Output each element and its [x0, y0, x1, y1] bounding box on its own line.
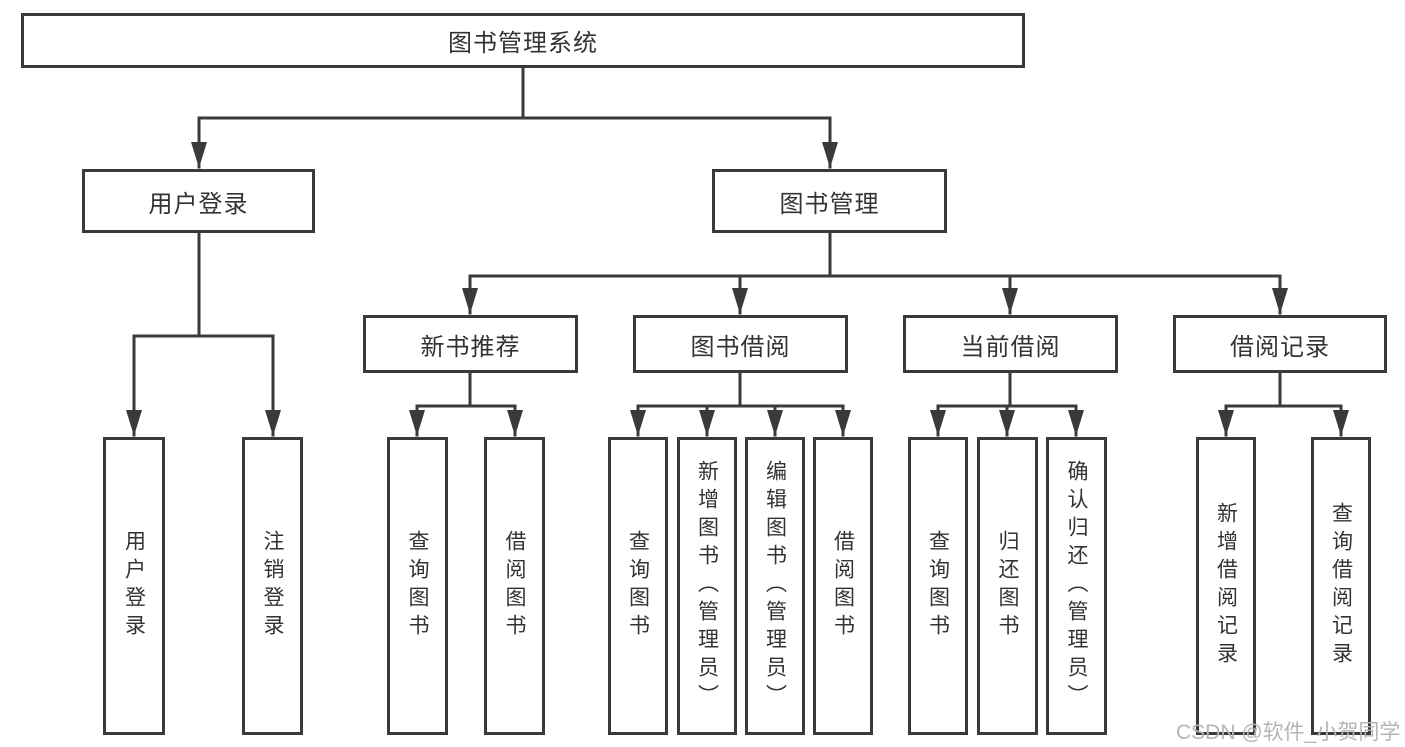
node-library-system-label: 图书管理系统: [448, 30, 598, 57]
node-book-borrow: 图书借阅: [633, 315, 848, 373]
leaf-query-books-3: 查询图书: [908, 437, 968, 735]
leaf-query-books-2: 查询图书: [608, 437, 668, 735]
leaf-borrow-books-1-label: 借阅图书: [503, 530, 526, 642]
watermark: CSDN @软件_小贺同学: [1176, 721, 1401, 744]
node-current-borrow: 当前借阅: [903, 315, 1118, 373]
node-new-book-recommend-label: 新书推荐: [420, 333, 521, 361]
leaf-return-books-label: 归还图书: [996, 530, 1019, 642]
node-current-borrow-label: 当前借阅: [960, 333, 1061, 361]
leaf-query-borrow-record: 查询借阅记录: [1311, 437, 1371, 735]
node-borrow-records-label: 借阅记录: [1230, 333, 1330, 361]
node-book-management-label: 图书管理: [779, 190, 880, 218]
node-user-login: 用户登录: [82, 169, 315, 233]
node-user-login-label: 用户登录: [148, 190, 249, 218]
leaf-confirm-return-admin-label: 确认归还（管理员）: [1065, 460, 1088, 712]
leaf-add-borrow-record-label: 新增借阅记录: [1214, 502, 1238, 670]
leaf-query-books-1: 查询图书: [387, 437, 448, 735]
leaf-user-login-label: 用户登录: [122, 530, 146, 642]
leaf-edit-book-admin-label: 编辑图书（管理员）: [763, 460, 787, 712]
node-library-system: 图书管理系统: [21, 13, 1025, 68]
leaf-query-borrow-record-label: 查询借阅记录: [1329, 502, 1353, 670]
leaf-logout: 注销登录: [242, 437, 303, 735]
edge-lines: [126, 67, 1349, 437]
node-book-borrow-label: 图书借阅: [690, 333, 791, 361]
leaf-borrow-books-2-label: 借阅图书: [831, 530, 855, 642]
leaf-query-books-3-label: 查询图书: [926, 530, 950, 642]
leaf-return-books: 归还图书: [977, 437, 1038, 735]
node-borrow-records: 借阅记录: [1173, 315, 1387, 373]
leaf-edit-book-admin: 编辑图书（管理员）: [745, 437, 805, 735]
leaf-borrow-books-1: 借阅图书: [484, 437, 545, 735]
leaf-add-borrow-record: 新增借阅记录: [1196, 437, 1256, 735]
leaf-add-book-admin-label: 新增图书（管理员）: [695, 460, 719, 712]
leaf-confirm-return-admin: 确认归还（管理员）: [1046, 437, 1107, 735]
node-new-book-recommend: 新书推荐: [363, 315, 578, 373]
leaf-user-login: 用户登录: [103, 437, 165, 735]
leaf-borrow-books-2: 借阅图书: [813, 437, 873, 735]
leaf-query-books-2-label: 查询图书: [626, 530, 650, 642]
node-book-management: 图书管理: [712, 169, 947, 233]
leaf-logout-label: 注销登录: [261, 530, 284, 642]
leaf-add-book-admin: 新增图书（管理员）: [677, 437, 737, 735]
leaf-query-books-1-label: 查询图书: [406, 530, 429, 642]
